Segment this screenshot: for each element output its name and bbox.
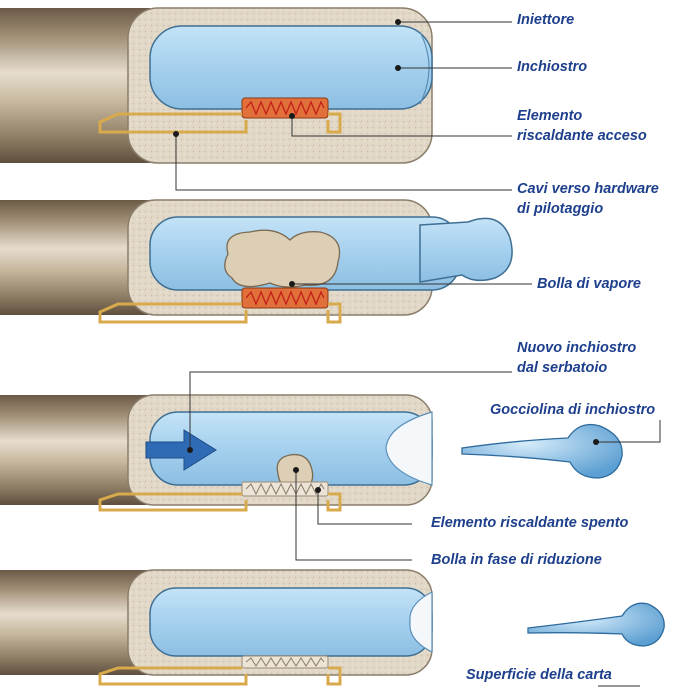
heater-element-on	[242, 98, 328, 118]
heater-element-on	[242, 288, 328, 308]
label-new-ink-line1: Nuovo inchiostro	[517, 338, 636, 358]
label-vapor-bubble: Bolla di vapore	[537, 274, 641, 294]
dot-shrinking-bubble	[293, 467, 299, 473]
dot-ink	[395, 65, 401, 71]
dot-droplet	[593, 439, 599, 445]
label-shrinking-bubble: Bolla in fase di riduzione	[431, 550, 602, 570]
label-heater-on-line2: riscaldante acceso	[517, 126, 647, 146]
label-paper-surface: Superficie della carta	[466, 665, 612, 685]
ink-droplet	[528, 603, 664, 646]
dot-heater-off	[315, 487, 321, 493]
heater-element-off	[242, 656, 328, 668]
heater-element-off	[242, 482, 328, 496]
ink-droplet	[462, 425, 622, 479]
panel-2-vapor-bubble	[0, 200, 512, 322]
dot-vapor-bubble	[289, 281, 295, 287]
label-heater-off: Elemento riscaldante spento	[431, 513, 628, 533]
label-heater-on-line1: Elemento	[517, 106, 582, 126]
label-injector: Iniettore	[517, 10, 574, 30]
label-droplet: Gocciolina di inchiostro	[490, 400, 655, 420]
dot-new-ink	[187, 447, 193, 453]
dot-heater-on	[289, 113, 295, 119]
label-ink: Inchiostro	[517, 57, 587, 77]
label-new-ink-line2: dal serbatoio	[517, 358, 607, 378]
vapor-bubble	[225, 230, 340, 287]
panel-1-heater-on	[0, 8, 432, 163]
ejecting-ink-bulge	[420, 218, 512, 282]
label-wires-line2: di pilotaggio	[517, 199, 603, 219]
dot-injector	[395, 19, 401, 25]
label-wires-line1: Cavi verso hardware	[517, 179, 659, 199]
dot-wires	[173, 131, 179, 137]
ink-chamber	[150, 26, 432, 109]
ink-chamber	[150, 588, 432, 656]
